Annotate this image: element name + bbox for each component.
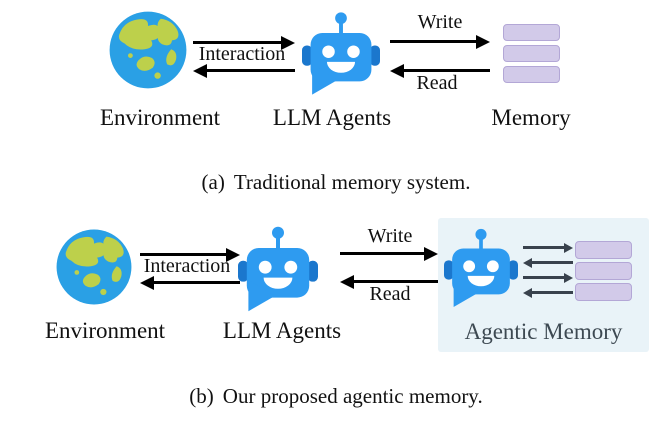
agentic-memory-label: Agentic Memory [464, 319, 623, 344]
robot-icon [302, 9, 380, 96]
caption-a-text: Traditional memory system. [233, 170, 471, 194]
memory-to-agent-arrow [523, 257, 573, 268]
robot-icon [444, 226, 518, 308]
globe-icon [55, 228, 133, 306]
memory-slot [503, 45, 560, 62]
interaction-label: Interaction [143, 255, 231, 277]
caption-b: (b) Our proposed agentic memory. [0, 384, 672, 409]
agent-to-memory-arrow [523, 242, 573, 253]
write-label: Write [417, 11, 463, 33]
read-arrow [390, 63, 490, 78]
globe-icon [108, 10, 188, 90]
interaction-arrow-left [193, 63, 295, 78]
memory-slot [575, 262, 632, 280]
caption-b-text: Our proposed agentic memory. [222, 384, 483, 408]
agent-memory-arrows [523, 242, 573, 298]
caption-a: (a) Traditional memory system. [0, 170, 672, 195]
agent-to-memory-arrow [523, 272, 573, 283]
interaction-arrow-right [140, 247, 240, 262]
memory-slot [503, 66, 560, 83]
memory-label: Memory [491, 105, 571, 130]
memory-slot [503, 24, 560, 41]
memory-slot [575, 283, 632, 301]
write-arrow [390, 34, 490, 49]
environment-label: Environment [44, 318, 166, 343]
llm-agents-label: LLM Agents [222, 318, 342, 343]
read-label: Read [416, 72, 458, 94]
write-label: Write [367, 225, 413, 247]
write-arrow [340, 246, 438, 261]
read-arrow [340, 274, 438, 289]
caption-a-label: (a) [201, 170, 225, 194]
robot-icon [238, 224, 318, 312]
memory-slot [575, 241, 632, 259]
interaction-label: Interaction [198, 43, 286, 65]
read-label: Read [369, 283, 411, 305]
interaction-arrow-right [193, 35, 295, 50]
memory-to-agent-arrow [523, 287, 573, 298]
interaction-arrow-left [140, 275, 240, 290]
environment-label: Environment [99, 105, 221, 130]
memory-stack [575, 241, 632, 301]
caption-b-label: (b) [189, 384, 214, 408]
llm-agents-label: LLM Agents [272, 105, 392, 130]
memory-stack [503, 24, 560, 83]
